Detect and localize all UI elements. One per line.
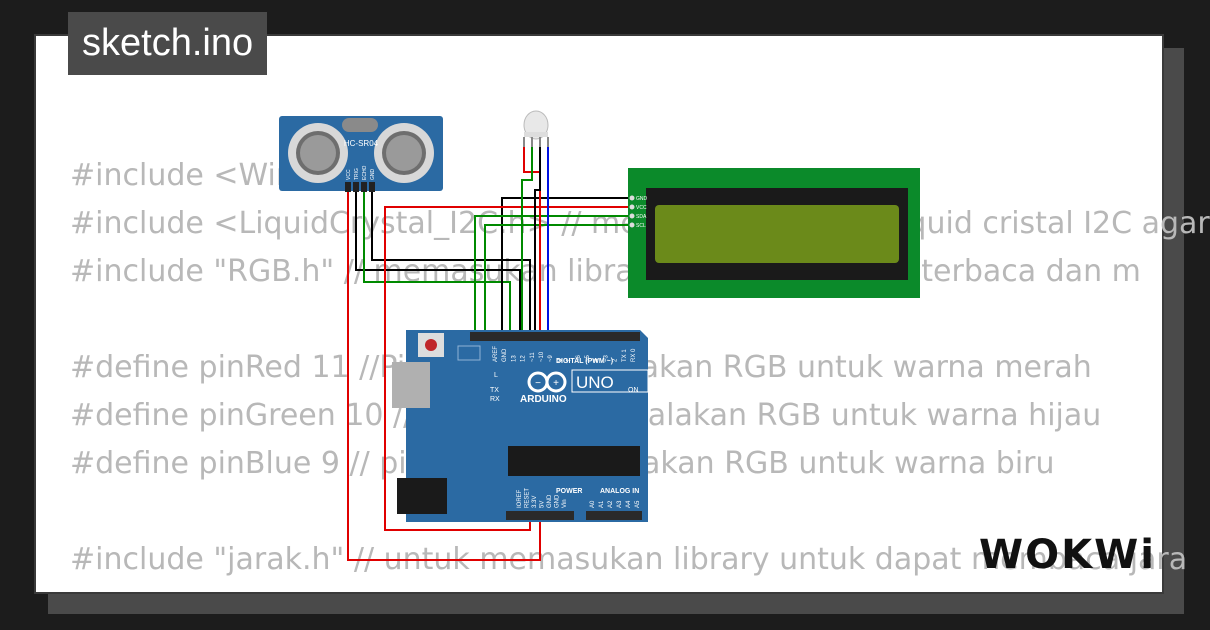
pin-label: A5 <box>635 500 641 508</box>
lcd-pin[interactable] <box>629 222 635 228</box>
pin-label: ~9 <box>548 354 554 362</box>
sensor-pin[interactable] <box>345 182 351 192</box>
power-jack <box>397 478 447 514</box>
wire-led-common <box>534 145 541 335</box>
analog-header <box>586 511 642 520</box>
sensor-pin[interactable] <box>361 182 367 192</box>
svg-text:−: − <box>535 378 541 389</box>
pin-label: 3.3V <box>532 496 538 508</box>
pin-label: GND <box>555 494 561 508</box>
pin-label: GND <box>502 348 508 362</box>
pin-label: A2 <box>608 500 614 508</box>
model-box <box>571 369 649 393</box>
pin-label: 7 <box>567 358 573 362</box>
pin-label: RX 0 <box>631 348 637 362</box>
wire-sensor-gnd <box>371 192 531 335</box>
reset-button-cap[interactable] <box>425 339 437 351</box>
wire-sensor-vcc <box>347 192 541 561</box>
wire-lcd-vcc <box>384 206 640 531</box>
lcd-pin[interactable] <box>629 213 635 219</box>
wire-lcd-gnd <box>501 197 640 335</box>
pin-label: ~6 <box>576 354 582 362</box>
sensor-pin[interactable] <box>369 182 375 192</box>
arduino-logo: − + <box>527 371 567 393</box>
wire-sensor-echo <box>363 192 511 335</box>
pin-label: A0 <box>590 500 596 508</box>
svg-text:+: + <box>553 378 559 389</box>
pin-label: A3 <box>617 500 623 508</box>
wokwi-logo: WOKWi <box>979 532 1156 578</box>
model-label: UNO <box>576 373 614 392</box>
pin-label: GND <box>636 196 648 202</box>
digital-header <box>470 332 640 341</box>
analog-label: ANALOG IN <box>600 488 639 495</box>
wire-lcd-sda <box>474 215 640 335</box>
pin-label: 13 <box>511 355 517 362</box>
file-title: sketch.ino <box>68 12 268 75</box>
lcd-pin[interactable] <box>629 195 635 201</box>
wokwi-wordmark: WOKWi <box>979 532 1156 578</box>
pin-label: ~3 <box>603 354 609 362</box>
power-header <box>506 511 574 520</box>
digital-label: DIGITAL (PWM ~) <box>556 358 613 365</box>
pin-label: 2 <box>613 358 619 362</box>
pin-label: ECHO <box>362 165 368 180</box>
wire-lcd-scl <box>484 224 640 335</box>
sensor-pin[interactable] <box>353 182 359 192</box>
pin-label: A1 <box>599 500 605 508</box>
pin-label: TX 1 <box>622 349 628 362</box>
lcd-pins: GND VCC SDA SCL <box>629 195 648 229</box>
pin-label: SCL <box>636 223 646 229</box>
lcd-pin[interactable] <box>629 204 635 210</box>
pin-label: 8 <box>557 358 563 362</box>
usb-port <box>392 362 430 408</box>
brand-label: ARDUINO <box>520 394 567 405</box>
pin-label: 5V <box>540 501 546 508</box>
pin-label: VCC <box>346 169 352 180</box>
wires <box>347 145 640 561</box>
pin-label: SDA <box>636 214 647 220</box>
wire-led-green <box>521 145 533 335</box>
lcd-display[interactable]: GND VCC SDA SCL <box>628 168 920 298</box>
wire-sensor-trig <box>355 192 521 335</box>
pin-label: GND <box>370 169 376 181</box>
atmega-chip <box>508 446 640 476</box>
led-l-label: L <box>494 372 498 379</box>
pin-label: RESET <box>525 488 531 508</box>
pin-label: GND <box>547 494 553 508</box>
pin-label: IOREF <box>517 489 523 508</box>
code-line: #define pinGreen 10 //Pin untuk menyalak… <box>70 398 1102 433</box>
pin-label: ~11 <box>530 352 536 362</box>
pin-label: A4 <box>626 500 632 508</box>
power-label: POWER <box>556 488 582 495</box>
sensor-label: HC-SR04 <box>344 139 379 148</box>
rgb-led[interactable] <box>523 110 549 147</box>
led-rx-label: RX <box>490 396 500 403</box>
pin-label: VCC <box>636 205 647 211</box>
pin-label: ~10 <box>539 351 545 362</box>
pin-label: Vin <box>562 499 568 508</box>
pin-label: AREF <box>493 346 499 362</box>
led-tx-label: TX <box>490 387 499 394</box>
pin-label: ~5 <box>585 354 591 362</box>
pin-label: 4 <box>594 358 600 362</box>
pin-label: TRIG <box>354 168 360 180</box>
led-on-label: ON <box>628 387 639 394</box>
pin-label: 12 <box>521 355 527 362</box>
